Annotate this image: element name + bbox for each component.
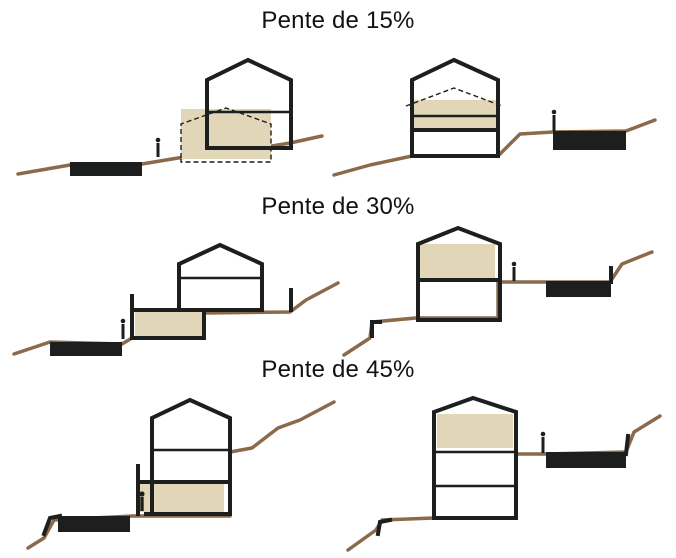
retaining-wall-right — [623, 433, 631, 457]
pool — [50, 342, 122, 356]
buried-volume-outline — [180, 107, 272, 163]
sketch-45-right — [346, 395, 662, 552]
person-icon — [511, 261, 517, 281]
house-outline — [144, 397, 232, 516]
house-outline — [432, 395, 518, 520]
buried-volume-outline — [405, 87, 503, 107]
shaded-volume — [135, 312, 203, 338]
shaded-volume — [437, 414, 513, 448]
sketch-30-right — [342, 225, 654, 357]
person-icon — [540, 431, 546, 453]
retaining-wall — [41, 513, 63, 537]
shaded-volume — [419, 244, 495, 278]
house-outline — [410, 57, 500, 158]
heading-slope-15: Pente de 15% — [261, 7, 415, 34]
house-outline — [177, 242, 264, 312]
heading-slope-45: Pente de 45% — [261, 356, 415, 383]
pool — [70, 162, 142, 176]
retaining-wall — [370, 320, 382, 338]
sketch-30-left — [12, 242, 340, 356]
pool — [553, 131, 626, 150]
pool — [546, 281, 611, 297]
sketch-45-left — [26, 397, 336, 550]
heading-slope-30: Pente de 30% — [261, 193, 415, 220]
person-icon — [551, 109, 557, 131]
sketch-15-right — [332, 57, 657, 177]
retaining-wall — [375, 517, 393, 537]
person-icon — [120, 318, 126, 339]
ground-line — [16, 134, 324, 176]
pool — [546, 452, 626, 468]
person-icon — [139, 491, 145, 511]
house-outline — [416, 225, 502, 322]
person-icon — [155, 137, 161, 157]
pool — [58, 516, 130, 532]
sketch-15-left — [16, 57, 324, 176]
lower-volume-outline — [130, 294, 206, 340]
shaded-volume — [181, 109, 271, 159]
